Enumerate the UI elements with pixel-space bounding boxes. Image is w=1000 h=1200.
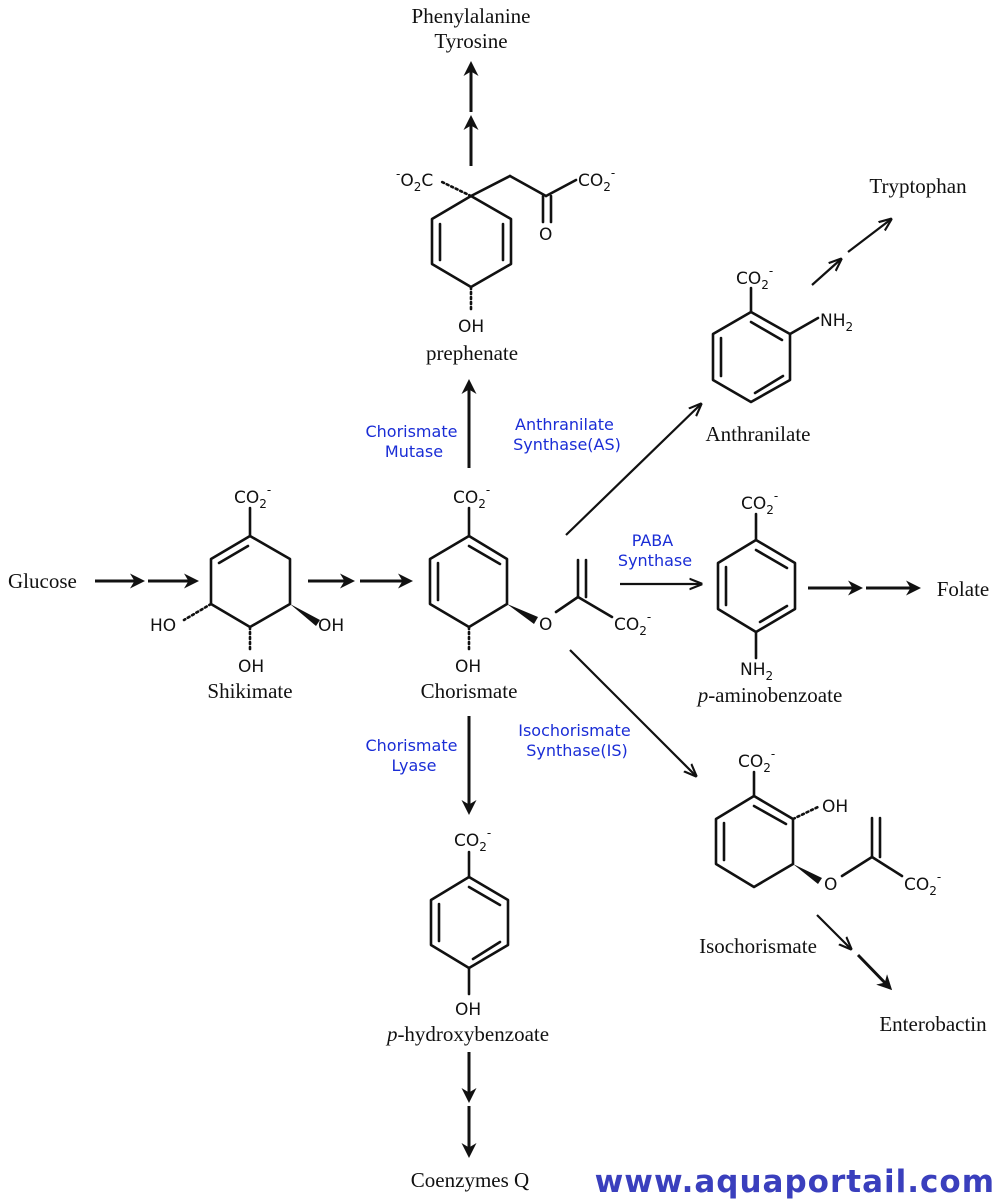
enzyme-chorismate-mutase: Chorismate Mutase: [365, 422, 462, 461]
arrow-isochorismate-enterobactin-2: [856, 953, 893, 991]
label-anthranilate: Anthranilate: [706, 422, 811, 446]
label-p-aminobenzoate: p-aminobenzoate: [696, 683, 843, 707]
label-chorismate: Chorismate: [421, 679, 518, 703]
paba-co2: CO2-: [741, 489, 778, 517]
phb-co2: CO2-: [454, 826, 491, 854]
chorismate-oh: OH: [455, 657, 481, 677]
label-phenylalanine: Phenylalanine: [412, 4, 531, 28]
compound-labels: Glucose Shikimate Chorismate prephenate …: [8, 4, 989, 1192]
arrow-chorismate-isochorismate: [569, 649, 695, 775]
label-tyrosine: Tyrosine: [434, 29, 507, 53]
reaction-arrows: [95, 61, 921, 1158]
paba-structure: [716, 512, 797, 660]
anthranilate-nh2: NH2: [820, 311, 853, 334]
label-enterobactin: Enterobactin: [879, 1012, 987, 1036]
enzyme-labels: Chorismate Mutase Anthranilate Synthase(…: [365, 415, 692, 775]
isochorismate-co2-side: CO2-: [904, 870, 941, 898]
phb-structure: [429, 850, 510, 996]
arrow-anthranilate-tryptophan-2: [847, 220, 890, 253]
enzyme-isochorismate-synthase: Isochorismate Synthase(IS): [518, 721, 636, 760]
label-prephenate: prephenate: [426, 341, 518, 365]
watermark: www.aquaportail.com: [595, 1164, 995, 1200]
label-folate: Folate: [937, 577, 990, 601]
shikimate-oh-right: OH: [318, 616, 344, 636]
anthranilate-structure: [711, 286, 820, 404]
isochorismate-structure: [714, 770, 904, 889]
arrow-chorismate-anthranilate: [565, 405, 700, 536]
isochorismate-co2: CO2-: [738, 747, 775, 775]
label-isochorismate: Isochorismate: [699, 934, 817, 958]
shikimate-oh-bottom: OH: [238, 657, 264, 677]
isochorismate-oh: OH: [822, 797, 848, 817]
prephenate-co2-left: -O2C: [396, 167, 433, 194]
label-shikimate: Shikimate: [207, 679, 292, 703]
enzyme-paba-synthase: PABA Synthase: [618, 531, 692, 570]
label-coenzymes-q: Coenzymes Q: [411, 1168, 529, 1192]
prephenate-structure: [430, 174, 578, 314]
isochorismate-o: O: [824, 875, 837, 895]
phb-oh: OH: [455, 1000, 481, 1020]
enzyme-anthranilate-synthase: Anthranilate Synthase(AS): [513, 415, 621, 454]
chorismate-co2-side: CO2-: [614, 610, 651, 638]
shikimate-co2: CO2-: [234, 483, 271, 511]
label-glucose: Glucose: [8, 569, 77, 593]
chorismate-structure: [428, 506, 614, 654]
label-tryptophan: Tryptophan: [869, 174, 967, 198]
enzyme-chorismate-lyase: Chorismate Lyase: [365, 736, 462, 775]
chorismate-co2: CO2-: [453, 483, 490, 511]
label-p-hydroxybenzoate: p-hydroxybenzoate: [385, 1022, 549, 1046]
paba-nh2: NH2: [740, 660, 773, 683]
prephenate-co2-right: CO2-: [578, 166, 615, 194]
atom-labels: CO2- HO OH OH CO2- O CO2- OH -O2C CO2- O…: [150, 166, 941, 1020]
anthranilate-co2: CO2-: [736, 264, 773, 292]
shikimate-structure: [182, 506, 320, 654]
arrow-anthranilate-tryptophan-1: [811, 260, 840, 286]
arrow-isochorismate-enterobactin-1: [816, 914, 850, 948]
prephenate-ketone-o: O: [539, 225, 552, 245]
chorismate-o: O: [539, 615, 552, 635]
prephenate-oh: OH: [458, 317, 484, 337]
shikimate-ho: HO: [150, 616, 176, 636]
